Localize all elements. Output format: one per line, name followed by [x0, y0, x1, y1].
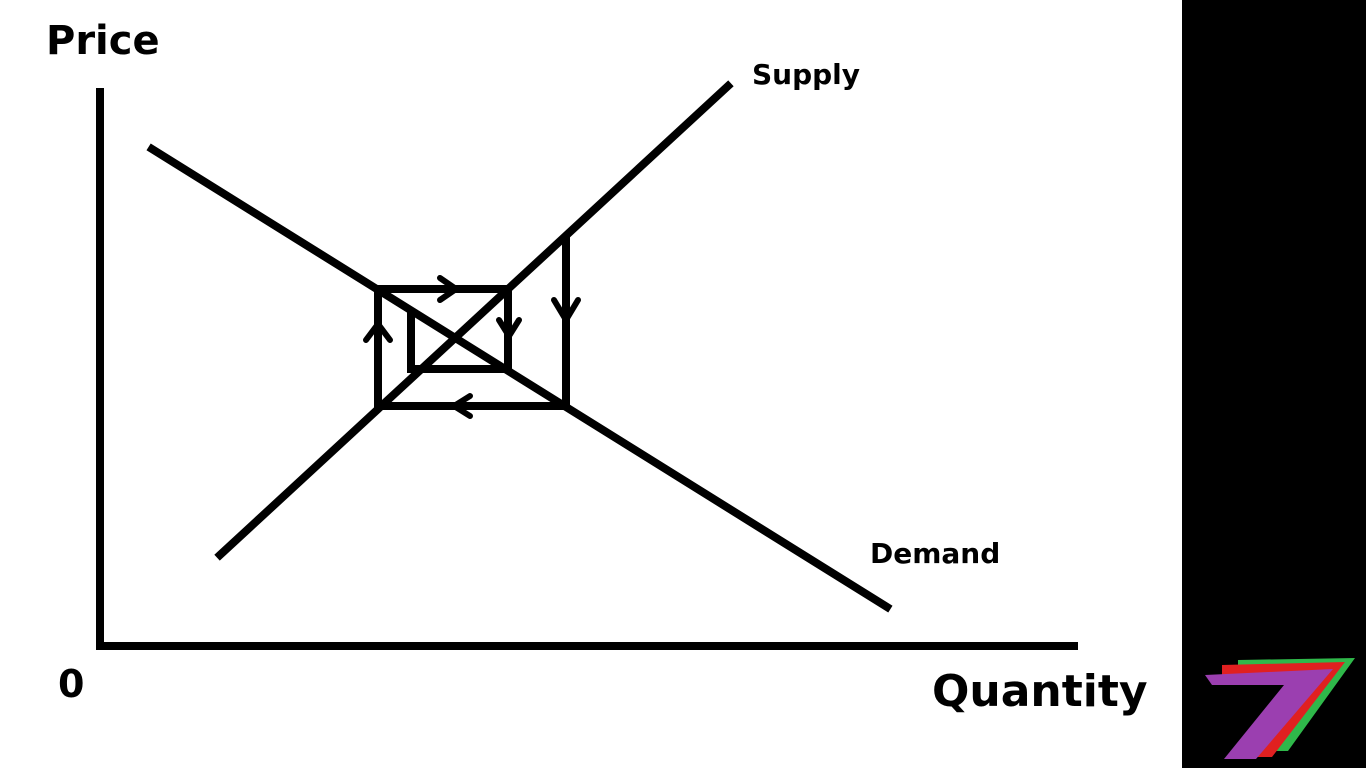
seven-logo-icon	[1205, 658, 1355, 759]
up-arrow-icon	[363, 321, 393, 343]
down-arrow-icon	[496, 317, 522, 339]
demand-label: Demand	[870, 537, 1000, 570]
left-arrow-icon	[451, 393, 473, 419]
origin-label: 0	[58, 662, 84, 706]
right-arrow-icon	[437, 275, 459, 303]
supply-curve	[214, 80, 734, 561]
supply-label: Supply	[752, 58, 860, 91]
x-axis-label: Quantity	[932, 666, 1148, 717]
demand-curve	[146, 143, 893, 613]
down-arrow-icon	[551, 297, 581, 323]
side-panel	[1182, 0, 1366, 768]
y-axis-label: Price	[46, 18, 160, 64]
